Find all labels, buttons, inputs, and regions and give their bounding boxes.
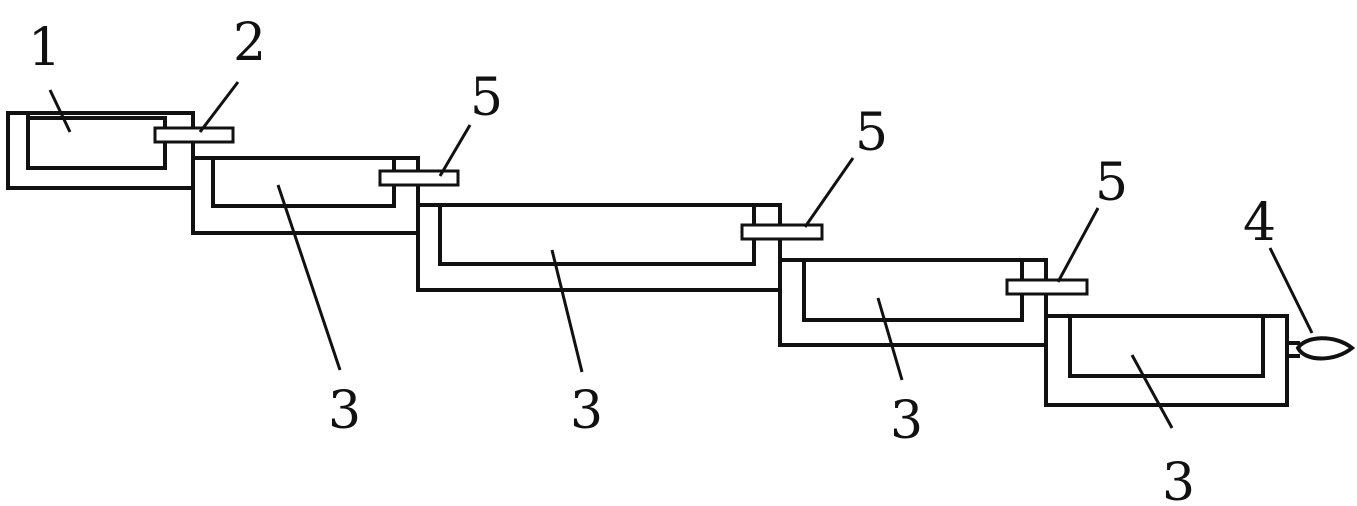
leader-3-d	[1130, 354, 1174, 429]
leader-5-c	[1056, 207, 1100, 283]
label-3-c: 3	[890, 391, 923, 451]
tank-1	[6, 111, 195, 190]
outlet-nozzle	[1287, 336, 1356, 361]
leader-5-a	[438, 124, 472, 177]
connector-plate-2	[153, 126, 235, 144]
leader-3-a	[276, 184, 342, 371]
tank-3-d	[1044, 314, 1289, 407]
leader-1	[48, 89, 72, 133]
connector-plate-5-a	[378, 169, 460, 187]
label-3-a: 3	[328, 381, 361, 441]
leader-4	[1268, 247, 1314, 334]
label-5-a: 5	[470, 68, 503, 128]
label-5-b: 5	[855, 103, 888, 163]
tank-3-a	[191, 156, 420, 235]
leader-5-b	[803, 157, 855, 228]
connector-plate-5-c	[1005, 278, 1089, 296]
tank-3-b	[416, 203, 782, 292]
connector-plate-5-b	[740, 223, 824, 241]
leader-2	[198, 81, 240, 133]
label-5-c: 5	[1095, 153, 1128, 213]
label-4: 4	[1243, 193, 1276, 253]
label-3-b: 3	[570, 381, 603, 441]
label-3-d: 3	[1162, 453, 1195, 506]
leader-3-b	[550, 249, 584, 373]
label-2: 2	[233, 13, 266, 73]
label-1: 1	[28, 18, 61, 78]
tank-3-c	[778, 258, 1048, 347]
leader-3-c	[876, 297, 904, 381]
